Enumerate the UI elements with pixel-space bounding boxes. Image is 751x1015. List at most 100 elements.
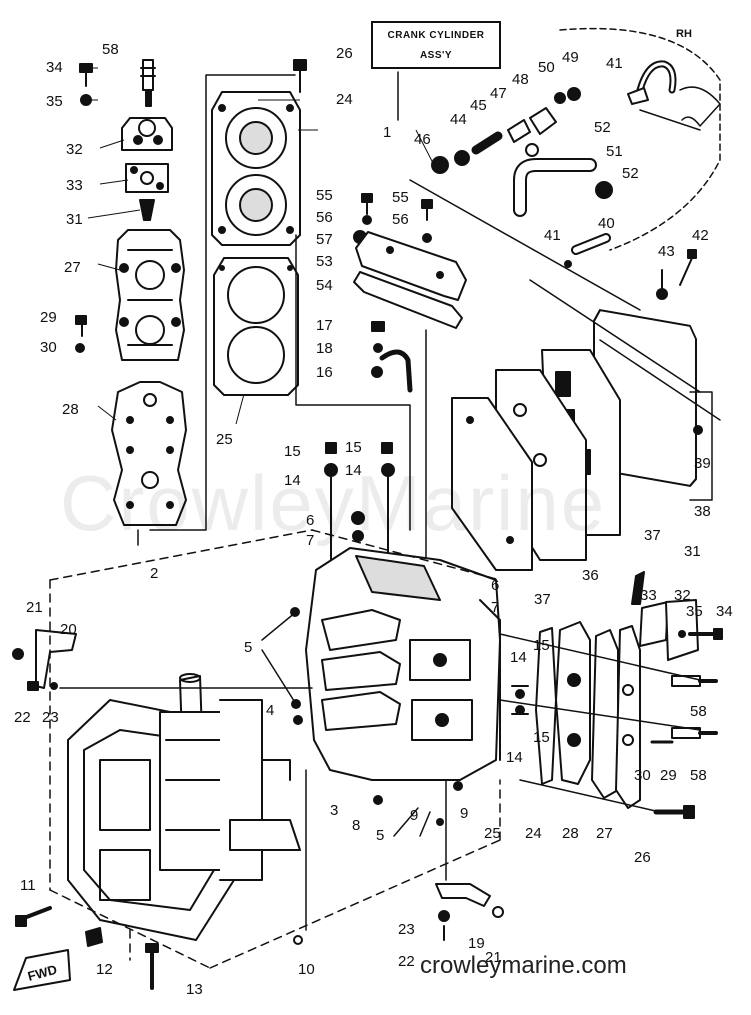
- bolt-26: [293, 59, 307, 93]
- gasket-37-left: [451, 397, 533, 571]
- callout-35b: 35: [686, 603, 703, 620]
- pin-10: [293, 935, 303, 945]
- callout-15d: 15: [533, 729, 550, 746]
- callout-1: 1: [383, 124, 391, 141]
- cover-27-right: [615, 625, 641, 809]
- assembly-title-line2: ASS'Y: [419, 50, 453, 61]
- callout-36: 36: [582, 567, 599, 584]
- water-hose-16-18: [371, 321, 413, 393]
- callout-7b: 7: [491, 599, 499, 616]
- head-cover-cap-32: [121, 117, 173, 151]
- gasket-33-right: [639, 601, 669, 647]
- bolt-34: [79, 63, 93, 87]
- callout-25b: 25: [484, 825, 501, 842]
- callout-32b: 32: [674, 587, 691, 604]
- callout-52a: 52: [594, 119, 611, 136]
- clip-41: [564, 260, 572, 268]
- callout-55b: 55: [392, 189, 409, 206]
- callout-56b: 56: [392, 211, 409, 228]
- corner-tag: RH: [676, 28, 692, 40]
- callout-14c: 14: [510, 649, 527, 666]
- callout-38: 38: [694, 503, 711, 520]
- callout-11: 11: [20, 877, 36, 894]
- head-gasket-25: [213, 257, 299, 396]
- callout-29a: 29: [40, 309, 57, 326]
- rh-detail: [679, 86, 721, 127]
- plug-8: [373, 795, 383, 805]
- spark-plug-58: [140, 59, 156, 107]
- plug-12: [85, 927, 103, 947]
- callout-6a: 6: [306, 512, 314, 529]
- bolt-29: [75, 315, 87, 337]
- callout-7a: 7: [306, 532, 314, 549]
- callout-43: 43: [658, 243, 675, 260]
- callout-27a: 27: [64, 259, 81, 276]
- callout-58a: 58: [102, 41, 119, 58]
- callout-12: 12: [96, 961, 113, 978]
- callout-22a: 22: [14, 709, 31, 726]
- callout-34b: 34: [716, 603, 733, 620]
- fwd-arrow: FWD: [13, 949, 71, 991]
- callout-53: 53: [316, 253, 333, 270]
- callout-21a: 21: [26, 599, 43, 616]
- callout-26a: 26: [336, 45, 353, 62]
- callout-58b: 58: [690, 703, 707, 720]
- callout-58c: 58: [690, 767, 707, 784]
- callout-41b: 41: [606, 55, 623, 72]
- callout-48: 48: [512, 71, 529, 88]
- callout-56a: 56: [316, 209, 333, 226]
- assembly-title-line1: CRANK CYLINDER: [387, 30, 485, 41]
- callout-57: 57: [316, 231, 333, 248]
- head-cover-27: [115, 229, 185, 361]
- head-cover-gasket-28: [111, 381, 187, 526]
- callout-37b: 37: [644, 527, 661, 544]
- head-24-right: [555, 621, 591, 785]
- callout-32a: 32: [66, 141, 83, 158]
- callout-5b: 5: [376, 827, 384, 844]
- callout-15b: 15: [345, 439, 362, 456]
- callout-41a: 41: [544, 227, 561, 244]
- bolts-14-15: [324, 442, 395, 576]
- callout-2: 2: [150, 565, 158, 582]
- callout-33b: 33: [640, 587, 657, 604]
- studs-5: [261, 607, 303, 725]
- outer-cover-53: [355, 231, 467, 301]
- svg-text:FWD: FWD: [26, 962, 58, 984]
- callout-25a: 25: [216, 431, 233, 448]
- callout-34a: 34: [46, 59, 63, 76]
- callout-4: 4: [266, 702, 274, 719]
- callout-14b: 14: [345, 462, 362, 479]
- callout-26b: 26: [634, 849, 651, 866]
- callout-33a: 33: [66, 177, 83, 194]
- callout-9a: 9: [410, 807, 418, 824]
- callout-35a: 35: [46, 93, 63, 110]
- cylinder-block: [305, 547, 501, 781]
- callout-22b: 22: [398, 953, 415, 970]
- callout-17: 17: [316, 317, 333, 334]
- callout-37a: 37: [534, 591, 551, 608]
- callout-45: 45: [470, 97, 487, 114]
- callout-24b: 24: [525, 825, 542, 842]
- callout-54: 54: [316, 277, 333, 294]
- bolt-11: [15, 906, 52, 927]
- thermostat-31-right: [631, 571, 645, 605]
- cover-bolts-55-57: [353, 193, 433, 244]
- callout-23b: 23: [398, 921, 415, 938]
- callout-16: 16: [316, 364, 333, 381]
- callout-15a: 15: [284, 443, 301, 460]
- thermostat-31: [139, 199, 155, 221]
- callout-28b: 28: [562, 825, 579, 842]
- plug-9: [453, 781, 463, 791]
- callout-51: 51: [606, 143, 623, 160]
- callout-5a: 5: [244, 639, 252, 656]
- callout-46: 46: [414, 131, 431, 148]
- callout-19: 19: [468, 935, 485, 952]
- watermark: CrowleyMarine: [60, 459, 607, 547]
- callout-47: 47: [490, 85, 507, 102]
- callout-42: 42: [692, 227, 709, 244]
- callout-40: 40: [598, 215, 615, 232]
- bolt-13: [145, 943, 159, 990]
- callout-30b: 30: [634, 767, 651, 784]
- gasket-25-right: [535, 627, 557, 785]
- callout-30a: 30: [40, 339, 57, 356]
